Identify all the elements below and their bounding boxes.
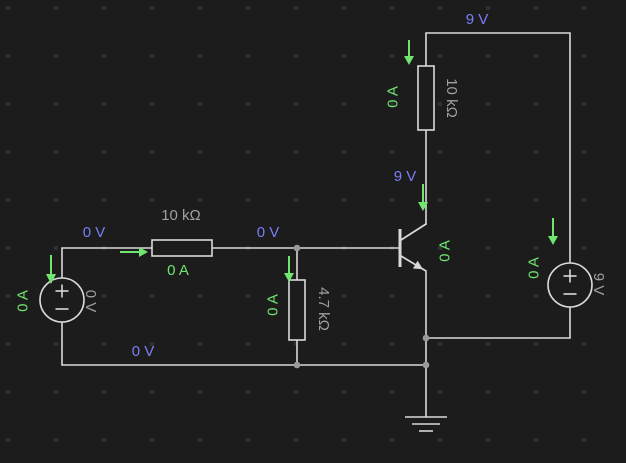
transistor-emitter-arrow <box>413 260 423 270</box>
source-circle <box>547 262 593 308</box>
label-top-net-voltage: 9 V <box>466 11 489 28</box>
arrow-head <box>46 274 56 284</box>
current-arrow-collector-resistor <box>404 40 414 65</box>
arrow-head <box>418 202 428 211</box>
label-left-source-value: 0 V <box>82 290 99 313</box>
current-arrow-base-resistor <box>120 247 148 257</box>
wire-left-source-top[interactable] <box>61 247 153 279</box>
label-right-source-value: 9 V <box>590 273 607 296</box>
transistor-collector-lead <box>400 223 427 241</box>
label-emitter-current: 0 A <box>436 240 453 262</box>
label-collector-resistor-current: 0 A <box>384 86 401 108</box>
arrow-head <box>284 273 294 282</box>
label-base-node-voltage: 0 V <box>257 224 280 241</box>
junction-dot <box>293 244 301 252</box>
label-collector-resistor-value: 10 kΩ <box>443 78 460 118</box>
label-right-source-current: 0 A <box>525 257 542 279</box>
resistor-body <box>151 239 213 257</box>
wire-top-rail[interactable] <box>425 32 571 264</box>
current-arrow-left-source <box>46 255 56 284</box>
resistor-base-10k[interactable] <box>151 239 213 257</box>
junction-dot <box>422 361 430 369</box>
transistor-npn[interactable] <box>398 223 427 272</box>
label-ground-net-voltage: 0 V <box>132 343 155 360</box>
resistor-bias-4k7[interactable] <box>288 279 306 341</box>
label-left-source-current: 0 A <box>14 290 31 312</box>
arrow-head <box>139 247 148 257</box>
current-arrow-right-source <box>548 218 558 245</box>
arrow-head <box>548 236 558 245</box>
ground-symbol[interactable] <box>405 365 447 432</box>
voltage-source-left[interactable] <box>39 277 85 323</box>
label-collector-voltage: 9 V <box>394 168 417 185</box>
label-base-resistor-value: 10 kΩ <box>161 207 201 224</box>
voltage-source-right[interactable] <box>547 262 593 308</box>
label-bias-resistor-current: 0 A <box>264 294 281 316</box>
current-arrow-collector <box>418 184 428 211</box>
wire-right-source-return[interactable] <box>425 306 571 339</box>
resistor-body <box>288 279 306 341</box>
current-arrow-bias-resistor <box>284 256 294 282</box>
junction-dot <box>293 361 301 369</box>
label-bias-resistor-value: 4.7 kΩ <box>315 287 332 331</box>
label-base-resistor-current: 0 A <box>167 262 189 279</box>
junction-dot <box>422 334 430 342</box>
resistor-body <box>417 65 435 131</box>
wire-bottom-rail[interactable] <box>61 321 427 366</box>
arrow-head <box>404 56 414 65</box>
label-input-wire-voltage: 0 V <box>83 224 106 241</box>
source-circle <box>39 277 85 323</box>
resistor-collector-10k[interactable] <box>417 65 435 131</box>
